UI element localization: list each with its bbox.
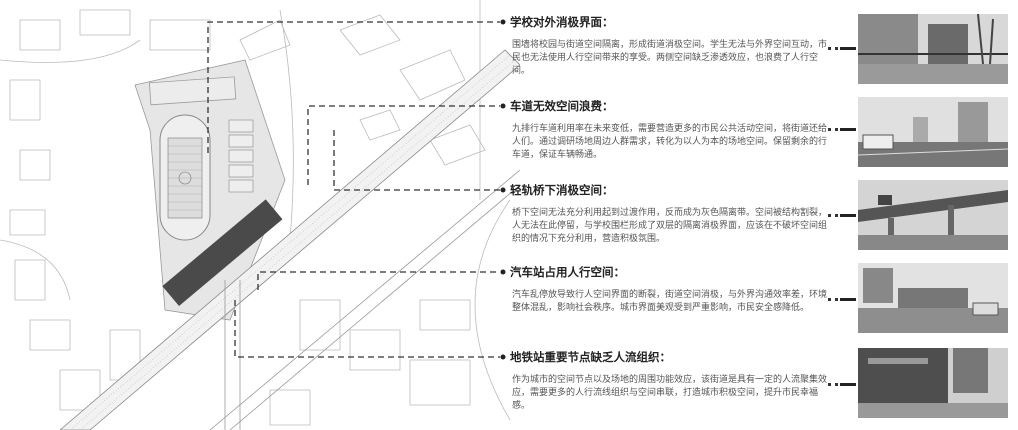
- issue-lane-waste: 车道无效空间浪费： 九排行车道利用率在未来变低，需要营造更多的市民公共活动空间，…: [510, 99, 850, 162]
- light-rail-bridge-photo: [858, 180, 1008, 250]
- issue-title: 汽车站占用人行空间：: [510, 265, 625, 279]
- site-plan-map: [0, 0, 520, 430]
- school-wall-street-photo: [858, 14, 1008, 84]
- wide-roadway-photo: [858, 97, 1008, 167]
- issue-title: 地铁站重要节点缺乏人流组织：: [510, 350, 671, 364]
- photo-arrow: [828, 383, 856, 387]
- issue-title: 车道无效空间浪费：: [510, 99, 614, 113]
- metro-station-photo: [858, 348, 1008, 418]
- issue-description: 桥下空间无法充分利用起到过渡作用，反而成为灰色隔离带。空间被结构割裂，人无法在此…: [512, 208, 828, 244]
- issue-description: 作为城市的空间节点以及场地的周围功能效应，该街道是具有一定的人流聚集效应，需要更…: [512, 375, 828, 411]
- field-stripes: [168, 145, 202, 211]
- issue-metro-node: 地铁站重要节点缺乏人流组织： 作为城市的空间节点以及场地的周围功能效应，该街道是…: [510, 350, 850, 413]
- photo-arrow: [828, 214, 856, 218]
- issue-title: 轻轨桥下消极空间：: [510, 183, 614, 197]
- photo-arrow: [828, 47, 856, 51]
- issue-bus-station: 汽车站占用人行空间： 汽车乱停放导致行人空间界面的断裂，街道空间消极，与外界沟通…: [510, 265, 850, 315]
- photo-arrow: [828, 128, 856, 132]
- issue-school-interface: 学校对外消极界面： 围墙将校园与街道空间隔离，形成街道消极空间。学生无法与外界空…: [510, 15, 850, 78]
- issue-description: 汽车乱停放导致行人空间界面的断裂，街道空间消极，与外界沟通效率差，环境整体混乱，…: [512, 290, 828, 313]
- metro-station-block: [162, 199, 283, 307]
- photo-arrow: [828, 298, 856, 302]
- light-rail-corridor: [59, 49, 520, 430]
- issue-description: 九排行车道利用率在未来变低，需要营造更多的市民公共活动空间，将街道还给人们。通过…: [512, 124, 828, 160]
- leader-lines: [207, 21, 500, 358]
- bus-station-photo: [858, 263, 1008, 333]
- leader-arrowheads: [500, 19, 506, 360]
- building-outlines: [0, 0, 511, 426]
- school-building: [148, 76, 237, 106]
- issue-title: 学校对外消极界面：: [510, 15, 614, 29]
- courts: [228, 119, 254, 193]
- issue-under-bridge: 轻轨桥下消极空间： 桥下空间无法充分利用起到过渡作用，反而成为灰色隔离带。空间被…: [510, 183, 850, 246]
- issue-description: 围墙将校园与街道空间隔离，形成街道消极空间。学生无法与外界空间互动，市民也无法使…: [512, 40, 828, 76]
